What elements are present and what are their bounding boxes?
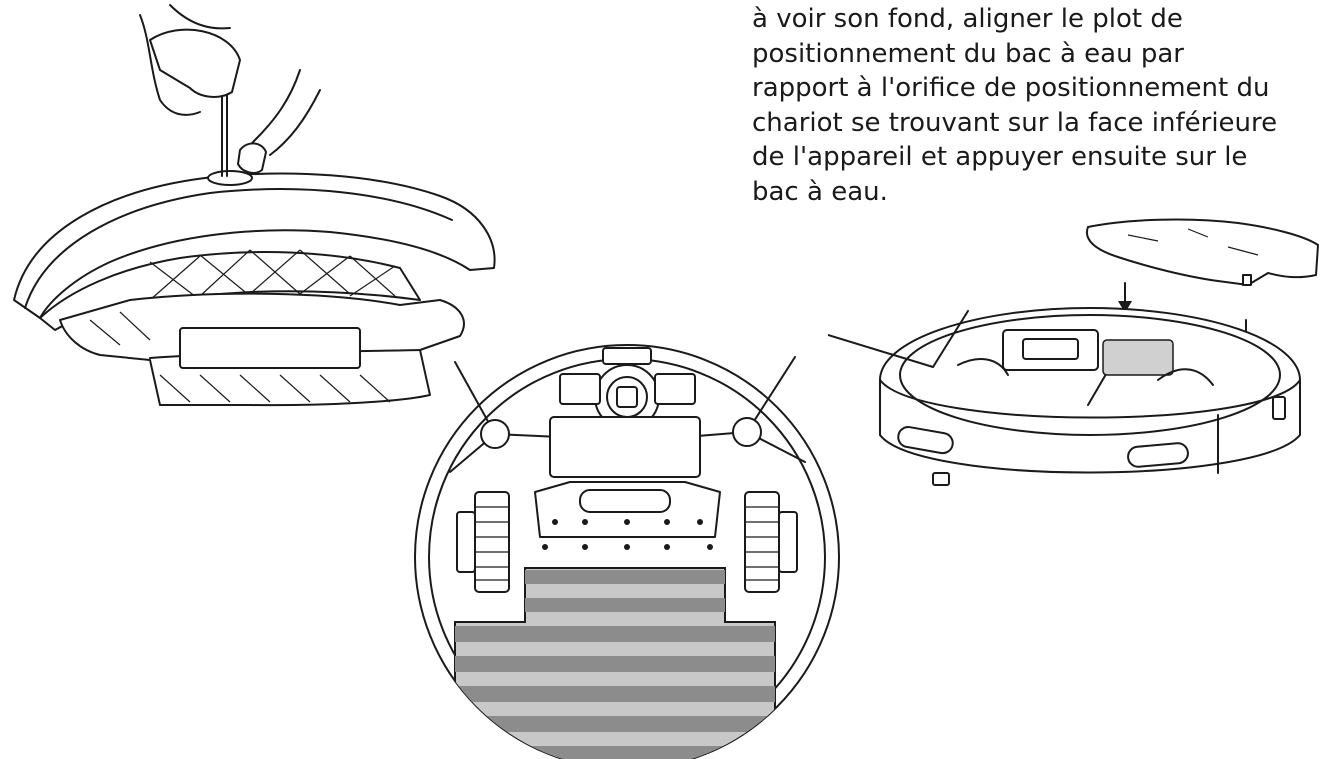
instruction-line: positionnement du bac à eau par [752, 38, 1184, 69]
instruction-line: à voir son fond, aligner le plot de [752, 4, 1183, 34]
instruction-line: de l'appareil et appuyer ensuite sur le [752, 142, 1248, 172]
robot-bottom-view-illustration [414, 344, 840, 759]
instruction-text: à voir son fond, aligner le plot de posi… [752, 2, 1327, 209]
instruction-line: bac à eau. [752, 176, 888, 207]
water-tank-mounting-illustration [828, 218, 1319, 486]
water-tank-filling-illustration [13, 4, 496, 407]
instruction-line: rapport à l'orifice de positionnement du [752, 73, 1270, 103]
instruction-line: chariot se trouvant sur la face inférieu… [752, 107, 1278, 138]
